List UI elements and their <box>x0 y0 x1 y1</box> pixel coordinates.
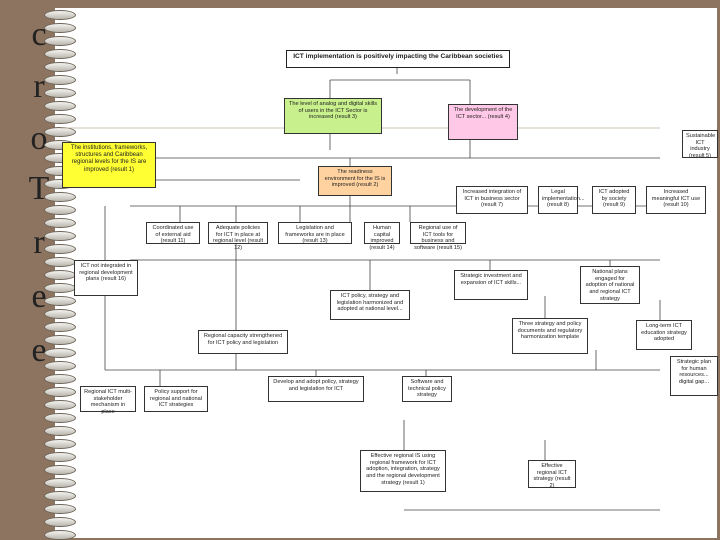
spiral-coil <box>44 465 76 475</box>
node-impact: ICT implementation is positively impacti… <box>286 50 510 68</box>
spiral-coil <box>44 361 76 371</box>
side-letter: o <box>30 120 48 157</box>
spiral-coil <box>44 426 76 436</box>
spiral-coil <box>44 23 76 33</box>
spiral-coil <box>44 114 76 124</box>
side-letter: e <box>31 332 47 369</box>
node-ict-policy: ICT policy, strategy and legislation har… <box>330 290 410 320</box>
spiral-coil <box>44 244 76 254</box>
node-national-plans: National plans engaged for adoption of n… <box>580 266 640 304</box>
spiral-coil <box>44 517 76 527</box>
node-effective2: Effective regional ICT strategy (result … <box>528 460 576 489</box>
spiral-coil <box>44 413 76 423</box>
node-right-top: Sustainable ICT industry (result 5) <box>682 130 718 159</box>
side-letter: c <box>31 16 47 53</box>
node-effective: Effective regional IS using regional fra… <box>360 450 446 492</box>
node-capacity: Regional capacity strengthened for ICT p… <box>198 330 288 354</box>
spiral-coil <box>44 309 76 319</box>
node-regional-ict: Regional ICT multi-stakeholder mechanism… <box>80 386 136 415</box>
node-regional-use: Regional use of ICT tools for business a… <box>410 222 466 251</box>
node-strategic-invest: Strategic investment and expansion of IC… <box>454 270 528 300</box>
spiral-coil <box>44 335 76 345</box>
node-policy-support: Policy support for regional and national… <box>144 386 208 412</box>
spiral-coil <box>44 491 76 501</box>
node-three-steps: Three strategy and policy documents and … <box>512 318 588 354</box>
node-not-integrated: ICT not integrated in regional developme… <box>74 260 138 296</box>
spiral-coil <box>44 348 76 358</box>
node-integration: Increased integration of ICT in business… <box>456 186 528 214</box>
spiral-coil <box>44 478 76 488</box>
node-aid: Coordinated use of external aid (result … <box>146 222 200 244</box>
node-legislation: Legislation and frameworks are in place … <box>278 222 352 244</box>
spiral-coil <box>44 452 76 462</box>
spiral-coil <box>44 322 76 332</box>
spiral-coil <box>44 374 76 384</box>
node-adequate: Adequate policies for ICT in place at re… <box>208 222 268 251</box>
node-readiness: The readiness environment for the IS is … <box>318 166 392 196</box>
node-software: Software and technical policy strategy <box>402 376 452 402</box>
spiral-coil <box>44 504 76 514</box>
spiral-coil <box>44 218 76 228</box>
spiral-coil <box>44 36 76 46</box>
spiral-coil <box>44 10 76 20</box>
side-letter: r <box>33 68 45 105</box>
spiral-coil <box>44 296 76 306</box>
node-ict-sector: The development of the ICT sector... (re… <box>448 104 518 140</box>
spiral-coil <box>44 101 76 111</box>
node-human-res: Human capital improved (result 14) <box>364 222 400 251</box>
node-regional-systems: Legal implementation... (result 8) <box>538 186 585 214</box>
node-develop: Develop and adopt policy, strategy and l… <box>268 376 364 402</box>
spiral-coil <box>44 88 76 98</box>
node-long-term: Long-term ICT education strategy adopted <box>636 320 692 350</box>
node-institutions: The institutions, frameworks, structures… <box>62 142 156 188</box>
spiral-coil <box>44 400 76 410</box>
spiral-coil <box>44 127 76 137</box>
spiral-coil <box>44 75 76 85</box>
node-ict-adopted: ICT adopted by society (result 9) <box>592 186 636 214</box>
node-meaningful: Increased meaningful ICT use (result 10) <box>646 186 706 214</box>
spiral-coil <box>44 439 76 449</box>
spiral-coil <box>44 49 76 59</box>
side-letter: r <box>33 224 45 261</box>
spiral-coil <box>44 62 76 72</box>
spiral-coil <box>44 205 76 215</box>
node-far-right: Strategic plan for human resources... di… <box>670 356 718 396</box>
spiral-coil <box>44 231 76 241</box>
spiral-coil <box>44 387 76 397</box>
node-skills: The level of analog and digital skills o… <box>284 98 382 134</box>
spiral-coil <box>44 192 76 202</box>
side-letter: e <box>31 278 47 315</box>
